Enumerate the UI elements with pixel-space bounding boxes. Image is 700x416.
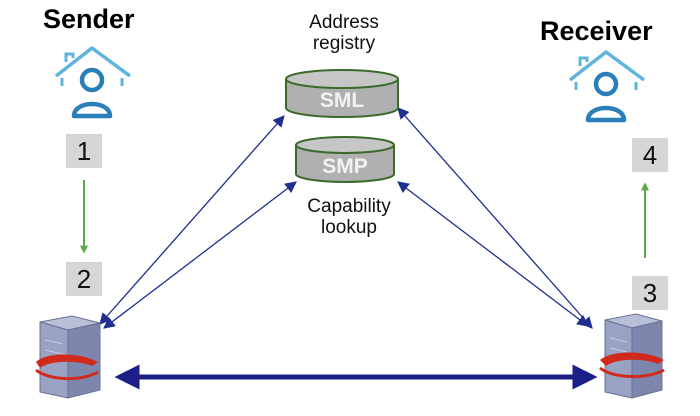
receiver-house-person-icon xyxy=(568,50,646,123)
address-caption-line2: registry xyxy=(312,33,376,54)
receiver-title: Receiver xyxy=(540,16,653,46)
sender-house-person-icon xyxy=(54,46,132,119)
capability-caption-line2: lookup xyxy=(321,217,377,238)
receiver-server-icon xyxy=(599,313,665,399)
step-3-badge: 3 xyxy=(632,276,668,310)
receiver-to-sml-line xyxy=(397,107,593,329)
receiver-to-smp-line xyxy=(397,181,589,327)
capability-caption-line1: Capability xyxy=(307,196,391,217)
sender-to-smp-line xyxy=(103,181,297,329)
sml-label: SML xyxy=(320,89,365,112)
capability-lookup-caption: Capability lookup xyxy=(290,196,408,238)
address-registry-caption: Address registry xyxy=(282,12,406,54)
sender-to-sml-line xyxy=(99,115,285,325)
step-2-badge: 2 xyxy=(66,262,102,296)
step-1-badge: 1 xyxy=(66,134,102,168)
sml-database-icon: SML xyxy=(285,69,399,118)
sender-server-icon xyxy=(35,315,101,399)
smp-label: SMP xyxy=(322,155,368,178)
address-caption-line1: Address xyxy=(309,12,379,33)
smp-database-icon: SMP xyxy=(295,136,395,183)
step-4-badge: 4 xyxy=(632,138,668,172)
sender-title: Sender xyxy=(43,4,135,34)
